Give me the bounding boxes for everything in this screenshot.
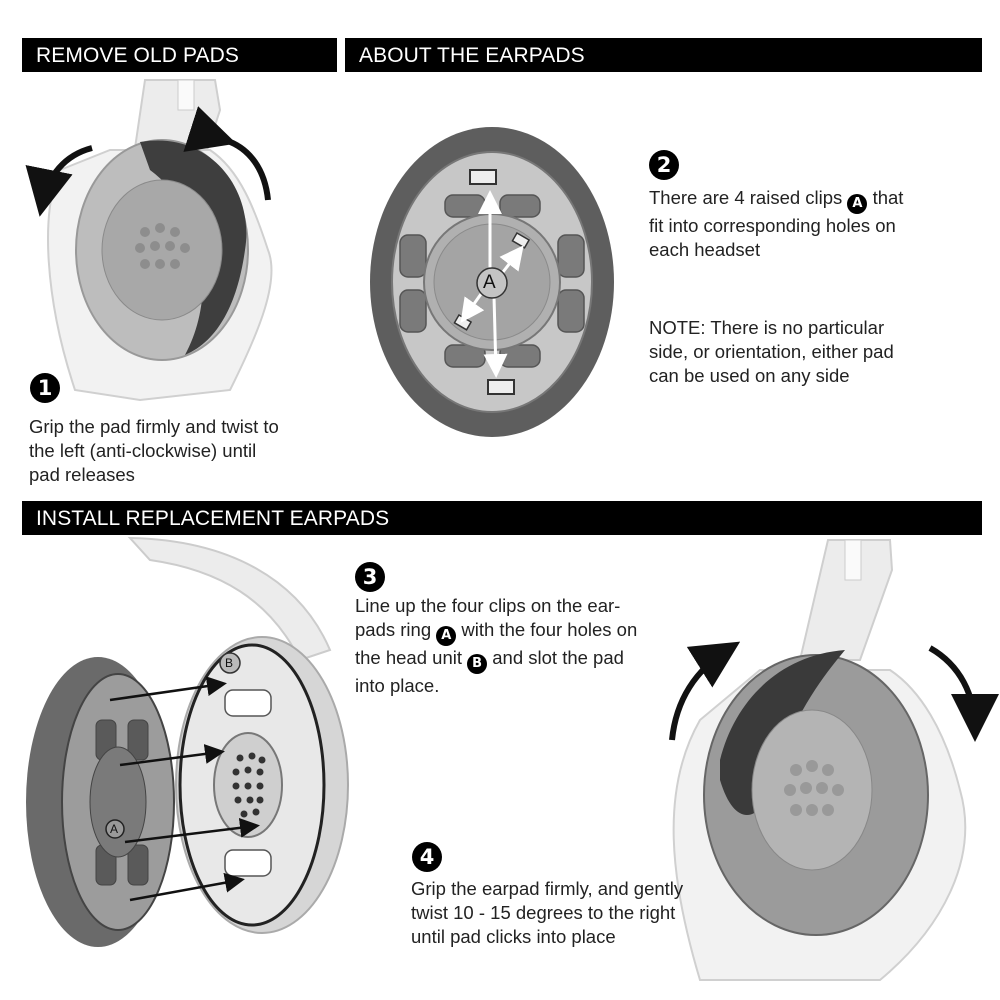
step-3-text: Line up the four clips on the ear- pads … — [355, 594, 637, 698]
step-2-line1-post: that — [872, 187, 904, 208]
install-exploded-illustration — [26, 536, 349, 947]
step-1-badge: 1 — [30, 373, 60, 403]
step-3-line2-pre: pads ring — [355, 619, 432, 640]
step-2-line: fit into corresponding holes on — [649, 215, 896, 236]
remove-pad-illustration — [25, 79, 273, 402]
note-line1: There is no particular — [710, 317, 885, 338]
label-a-earpad: A — [483, 272, 496, 293]
step-1-text: Grip the pad firmly and twist to the lef… — [29, 415, 279, 487]
step-3-line3-pre: the head unit — [355, 647, 462, 668]
step-4-line: Grip the earpad firmly, and gently — [411, 878, 684, 899]
step-2-text: There are 4 raised clips A that fit into… — [649, 186, 903, 262]
step-3-line: Line up the four clips on the ear- — [355, 595, 621, 616]
badge-b: B — [467, 654, 488, 674]
step-2-line: each headset — [649, 239, 761, 260]
step-4-line: until pad clicks into place — [411, 926, 616, 947]
step-2-line: There are 4 raised clips A that — [649, 186, 903, 214]
note-label: NOTE: — [649, 317, 706, 338]
step-2-line1-pre: There are 4 raised clips — [649, 187, 843, 208]
note-line: NOTE: There is no particular — [649, 316, 894, 340]
step-4-badge: 4 — [412, 842, 442, 872]
step-4-line: twist 10 - 15 degrees to the right — [411, 902, 676, 923]
step-2-badge: 2 — [649, 150, 679, 180]
step-3-badge: 3 — [355, 562, 385, 592]
note-line: side, or orientation, either pad — [649, 341, 894, 362]
label-a-loose-pad: A — [110, 822, 119, 836]
step-1-line: pad releases — [29, 464, 135, 485]
header-remove-old-pads: REMOVE OLD PADS — [22, 38, 337, 72]
step-1-line: the left (anti-clockwise) until — [29, 440, 257, 461]
step-3-line: pads ring A with the four holes on — [355, 618, 637, 646]
badge-a: A — [847, 194, 868, 214]
header-install-replacement: INSTALL REPLACEMENT EARPADS — [22, 501, 982, 535]
step-3-line3-post: and slot the pad — [492, 647, 624, 668]
install-twist-illustration — [669, 539, 999, 981]
label-b-head-unit: B — [225, 656, 234, 670]
header-about-earpads: ABOUT THE EARPADS — [345, 38, 982, 72]
step-1-line: Grip the pad firmly and twist to — [29, 416, 279, 437]
step-3-line2-post: with the four holes on — [461, 619, 638, 640]
step-3-line: into place. — [355, 675, 440, 696]
note-text: NOTE: There is no particular side, or or… — [649, 316, 894, 388]
earpad-back-illustration — [370, 127, 614, 437]
note-line: can be used on any side — [649, 365, 850, 386]
step-3-line: the head unit B and slot the pad — [355, 646, 637, 674]
badge-a: A — [436, 626, 457, 646]
step-4-text: Grip the earpad firmly, and gently twist… — [411, 877, 683, 949]
